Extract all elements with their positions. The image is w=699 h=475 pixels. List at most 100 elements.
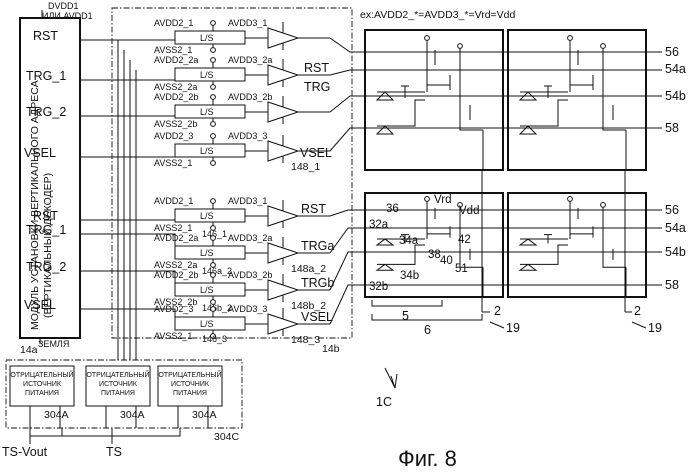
power-group-ref: 304C <box>214 431 240 443</box>
level-shifter-label: L/S <box>200 285 214 295</box>
decoder-output-label: TRG_1 <box>26 223 66 237</box>
avdd3-label: AVDD3_2a <box>228 233 272 243</box>
level-shifter-label: L/S <box>200 146 214 156</box>
power-sources: ОТРИЦАТЕЛЬНЫЙИСТОЧНИКПИТАНИЯ304AОТРИЦАТЕ… <box>10 366 222 428</box>
figure-caption: Фиг. 8 <box>398 446 457 471</box>
pixel-inner-labels: 36 Vrd Vdd 32a 34a 42 38 51 40 32b 34b <box>369 194 479 293</box>
ls-ref-label: 146_3 <box>202 334 227 344</box>
ref-label: 6 <box>424 323 431 337</box>
pixel-refs-right: 56 54a 54b 58 56 54a 54b 58 <box>665 45 686 292</box>
power-source-label: ИСТОЧНИК <box>171 381 210 388</box>
decoder-output-label: TRG_2 <box>26 260 66 274</box>
supply-terminal <box>211 95 216 100</box>
ref-label: 40 <box>440 255 453 267</box>
ref-label: 38 <box>428 249 441 261</box>
decoder-ref: 14a <box>20 344 38 356</box>
ref-label: 36 <box>386 203 399 215</box>
ref-label: 5 <box>402 309 409 323</box>
ref-label: 34a <box>399 235 419 247</box>
power-source-label: ОТРИЦАТЕЛЬНЫЙ <box>86 370 149 379</box>
row-output-label: TRGa <box>301 239 334 253</box>
row-signal-rst: RST <box>304 61 329 75</box>
level-shifter-label: L/S <box>200 33 214 43</box>
avdd3-label: AVDD3_1 <box>228 196 267 206</box>
ref-label: 51 <box>455 263 468 275</box>
avdd3-label: AVDD3_3 <box>228 304 267 314</box>
ref-label: 32a <box>369 219 389 231</box>
power-source-label: ПИТАНИЯ <box>101 390 135 397</box>
avss-label: AVSS2_1 <box>154 45 192 55</box>
avdd2-label: AVDD2_1 <box>154 196 193 206</box>
row-output-label: VSEL <box>301 310 333 324</box>
power-source-ref: 304A <box>120 409 145 421</box>
pixel-circuit <box>520 197 626 297</box>
supply-terminal <box>211 58 216 63</box>
avdd2-label: AVDD2_2b <box>154 270 198 280</box>
avdd2-label: AVDD2_1 <box>154 18 193 28</box>
input-ts-label: TS <box>106 445 122 459</box>
avdd2-label: AVDD2_2a <box>154 233 198 243</box>
decoder-output-label: RST <box>33 29 58 43</box>
avdd2-label: AVDD2_2b <box>154 92 198 102</box>
supply-terminal <box>211 134 216 139</box>
row-output-label: TRGb <box>301 276 334 290</box>
avss-label: AVSS2_2b <box>154 119 197 129</box>
power-source-label: ОТРИЦАТЕЛЬНЫЙ <box>10 370 73 379</box>
level-shifter-ref: 14b <box>322 343 340 355</box>
avdd3-label: AVDD3_2a <box>228 55 272 65</box>
decoder-output-label: RST <box>33 209 58 223</box>
power-source-label: ИСТОЧНИК <box>23 381 62 388</box>
decoder-supply-alt-label: ИЛИ AVDD1 <box>42 11 93 21</box>
ref-label: 54a <box>665 62 686 76</box>
equation-label: ex:AVDD2_*=AVDD3_*=Vrd=Vdd <box>360 9 516 21</box>
avss-label: AVSS2_1 <box>154 331 192 341</box>
level-shifter-label: L/S <box>200 107 214 117</box>
ref-label: 56 <box>665 45 679 59</box>
buffer-ref-label: 148_3 <box>291 334 320 346</box>
decoder-output-label: VSEL <box>24 298 56 312</box>
ref-label: Vdd <box>459 205 479 217</box>
signal-wire <box>80 73 175 80</box>
ground-label: ЗЕМЛЯ <box>38 339 69 349</box>
power-source-ref: 304A <box>44 409 69 421</box>
supply-terminal <box>211 307 216 312</box>
power-source-label: ОТРИЦАТЕЛЬНЫЙ <box>158 370 221 379</box>
ref-label: 54b <box>665 245 686 259</box>
power-source-label: ПИТАНИЯ <box>25 390 59 397</box>
supply-terminal <box>211 122 216 127</box>
figure-ref: 1C <box>376 395 392 409</box>
ref-label: 2 <box>494 304 501 318</box>
ref-label: Vrd <box>434 194 451 206</box>
level-shifter-label: L/S <box>200 248 214 258</box>
ref-label: 34b <box>400 270 419 282</box>
level-shifter-label: L/S <box>200 319 214 329</box>
negative-power-source: ОТРИЦАТЕЛЬНЫЙ ИСТОЧНИК ПИТАНИЯ 304A <box>10 366 74 428</box>
avdd2-label: AVDD2_2a <box>154 55 198 65</box>
power-source-ref: 304A <box>192 409 217 421</box>
signal-wire <box>80 149 175 157</box>
decoder-output-label: TRG_2 <box>26 105 66 119</box>
decoder-subtitle: (ВЕРТИКАЛЬНЫЙ ДЕКОДЕР) <box>41 173 54 318</box>
pixel-internals <box>377 36 626 297</box>
signal-wire <box>80 36 175 40</box>
ref-label: 58 <box>665 278 679 292</box>
avss-label: AVSS2_1 <box>154 158 192 168</box>
ref-label: 19 <box>506 321 520 335</box>
row-signal-trg: TRG <box>304 80 330 94</box>
supply-terminal <box>211 21 216 26</box>
ref-label: 54b <box>665 89 686 103</box>
input-ts-vout-label: TS-Vout <box>2 445 48 459</box>
decoder-supply-label: DVDD1 <box>48 1 79 11</box>
pixel-circuit <box>520 36 626 170</box>
avss-label: AVSS2_2a <box>154 82 197 92</box>
avdd2-label: AVDD2_3 <box>154 304 193 314</box>
ref-label: 58 <box>665 121 679 135</box>
signal-wire <box>80 214 175 220</box>
avss-label: AVSS2_1 <box>154 223 192 233</box>
avdd3-label: AVDD3_2b <box>228 270 272 280</box>
ref-label: 54a <box>665 221 686 235</box>
supply-terminal <box>211 236 216 241</box>
avdd3-label: AVDD3_3 <box>228 131 267 141</box>
signal-wire <box>80 110 175 116</box>
